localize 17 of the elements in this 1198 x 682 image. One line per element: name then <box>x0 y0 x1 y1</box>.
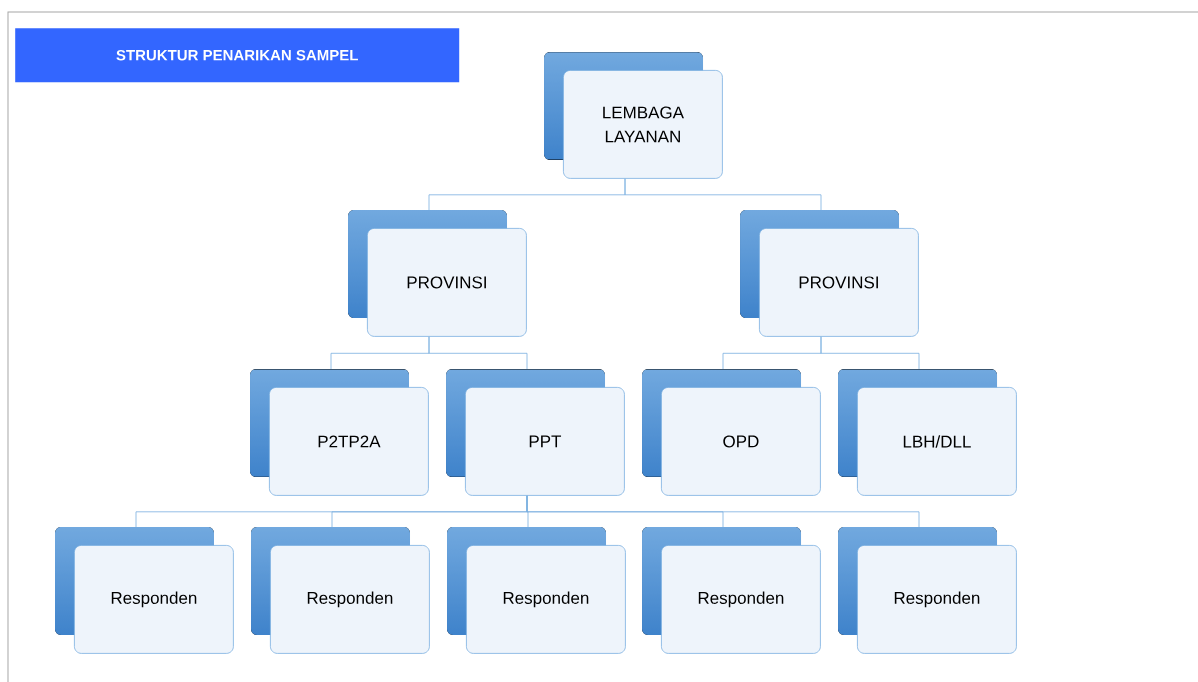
process-box: PROVINSI <box>740 210 919 337</box>
process-box: PROVINSI <box>348 210 527 337</box>
title-banner: STRUKTUR PENARIKAN SAMPEL <box>15 28 460 83</box>
process-box: LEMBAGA LAYANAN <box>544 52 723 179</box>
process-box: Responden <box>642 527 821 654</box>
connector-line <box>428 336 528 370</box>
process-box: Responden <box>838 527 1017 654</box>
process-box: OPD <box>642 369 821 496</box>
connector-line <box>820 336 920 370</box>
process-box: PPT <box>446 369 625 496</box>
process-box: LBH/DLL <box>838 369 1017 496</box>
process-box: Responden <box>447 527 626 654</box>
process-box: Responden <box>251 527 430 654</box>
process-box: Responden <box>55 527 234 654</box>
connector-line <box>526 495 920 528</box>
process-box: P2TP2A <box>250 369 429 496</box>
connector-line <box>624 178 822 211</box>
